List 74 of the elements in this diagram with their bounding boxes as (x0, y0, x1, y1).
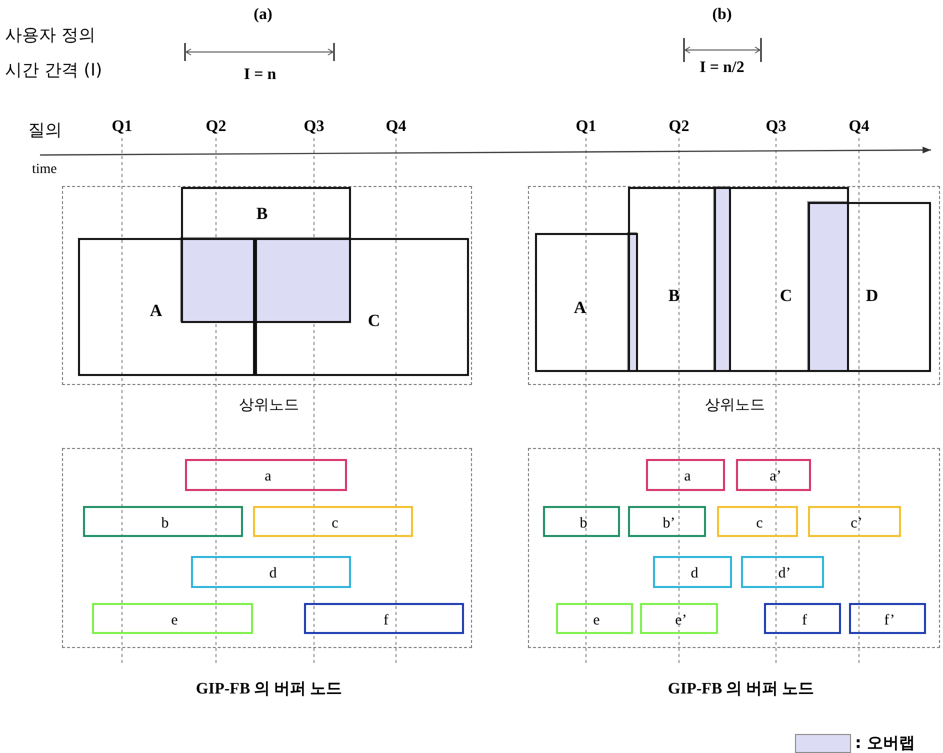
node-label: b (161, 515, 169, 532)
legend-label: : 오버랩 (855, 733, 915, 753)
buffer-node-box (808, 506, 901, 537)
buffer-node-box (640, 603, 718, 634)
buffer-node-box (191, 556, 351, 588)
node-label: f’ (884, 612, 895, 629)
buffer-node-box (717, 506, 798, 537)
group-caption: GIP-FB 의 버퍼 노드 (196, 680, 342, 700)
node-label: d (690, 566, 698, 582)
node-label: c (756, 515, 763, 532)
buffer-node-box (764, 603, 841, 634)
axis-title: 사용자 정의 (5, 24, 96, 46)
buffer-node-box (185, 459, 347, 491)
node-box (78, 238, 255, 376)
node-label: a’ (770, 468, 782, 486)
node-label: c’ (850, 515, 862, 532)
node-box (628, 187, 731, 372)
buffer-node-box (849, 603, 926, 634)
query-label: Q4 (848, 118, 870, 136)
node-label: a (264, 468, 272, 486)
query-label: Q2 (668, 118, 690, 136)
node-label: A (150, 301, 162, 321)
buffer-node-box (253, 506, 413, 537)
node-label: C (368, 311, 380, 331)
panel-label: (b) (712, 6, 732, 24)
buffer-node-box (628, 506, 706, 537)
node-box (714, 187, 849, 372)
buffer-node-box (646, 459, 725, 491)
node-label: b (580, 515, 588, 532)
node-box (535, 233, 638, 372)
buffer-node-box (92, 603, 253, 634)
buffer-node-box (543, 506, 620, 537)
interval-label: I = n (244, 66, 276, 84)
query-label: Q1 (112, 118, 132, 136)
buffer-node-box (304, 603, 464, 634)
overlap-region (254, 237, 350, 322)
node-label: d (269, 566, 277, 582)
group-caption: GIP-FB 의 버퍼 노드 (668, 680, 814, 700)
node-label: B (256, 204, 268, 224)
interval-label: I = n/2 (700, 59, 744, 77)
node-label: B (668, 286, 680, 306)
query-label: Q1 (576, 118, 596, 136)
buffer-node-box (653, 556, 732, 588)
axis-label: time (32, 162, 57, 178)
panel-label: (a) (254, 6, 272, 24)
overlap-region (180, 237, 254, 322)
node-label: a (684, 468, 691, 486)
node-box (808, 202, 931, 372)
node-box (181, 187, 351, 323)
node-label: C (780, 286, 792, 306)
group-caption: 상위노드 (705, 396, 765, 414)
node-label: e’ (675, 612, 687, 629)
node-label: e (593, 612, 600, 629)
query-label: Q4 (386, 118, 406, 136)
query-label: Q3 (766, 118, 786, 136)
node-label: f (802, 612, 807, 629)
node-label: e (171, 612, 178, 629)
overlap-region (807, 201, 848, 371)
axis-title: 시간 간격 (I) (5, 60, 102, 82)
buffer-node-box (741, 556, 824, 588)
query-label: Q2 (206, 118, 226, 136)
group-caption: 상위노드 (239, 396, 299, 414)
query-label: Q3 (304, 118, 324, 136)
buffer-node-box (556, 603, 633, 634)
buffer-node-box (83, 506, 243, 537)
node-label: A (574, 298, 586, 318)
node-label: f (384, 612, 388, 629)
node-label: D (866, 286, 878, 306)
buffer-node-box (736, 459, 811, 491)
axis-title: 질의 (28, 120, 62, 142)
node-label: b’ (662, 515, 676, 532)
node-box (255, 238, 469, 376)
node-label: d’ (778, 566, 791, 582)
node-label: c (332, 515, 338, 532)
